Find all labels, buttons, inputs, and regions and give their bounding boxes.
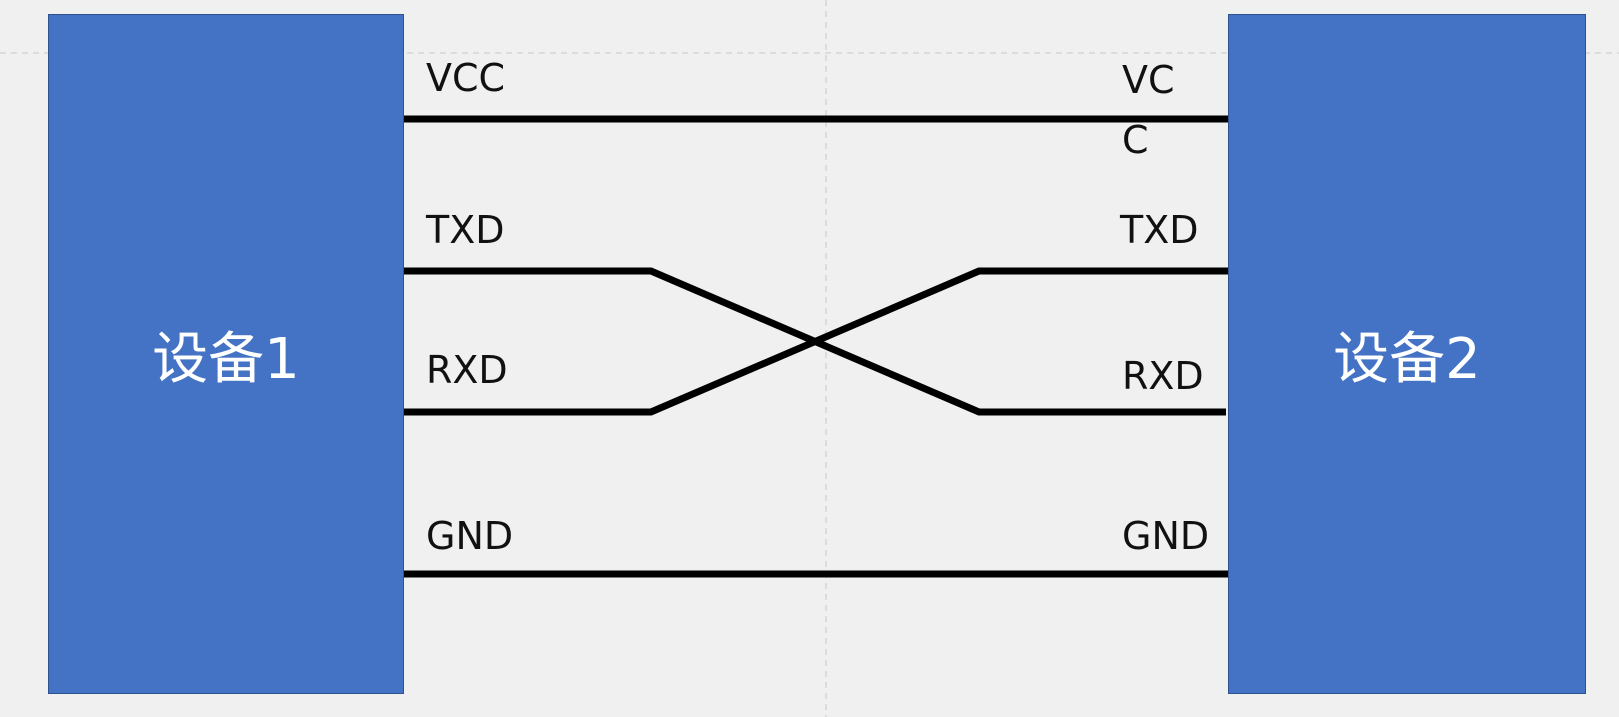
device-1-label: 设备1	[152, 326, 300, 392]
pin-label-right-gnd: GND	[1122, 514, 1210, 558]
pin-label-right-txd: TXD	[1120, 208, 1199, 252]
pin-label-right-rxd: RXD	[1122, 354, 1204, 398]
device-1-block: 设备1	[48, 14, 404, 694]
device-2-label: 设备2	[1333, 326, 1481, 392]
pin-label-left-gnd: GND	[426, 514, 514, 558]
pin-label-left-txd: TXD	[426, 208, 505, 252]
wire-rxd1-to-txd2	[404, 267, 1228, 416]
device-2-block: 设备2	[1228, 14, 1586, 694]
pin-label-left-rxd: RXD	[426, 348, 508, 392]
pin-label-right-vcc: VCC	[1122, 58, 1175, 162]
pin-label-left-vcc: VCC	[426, 56, 506, 100]
